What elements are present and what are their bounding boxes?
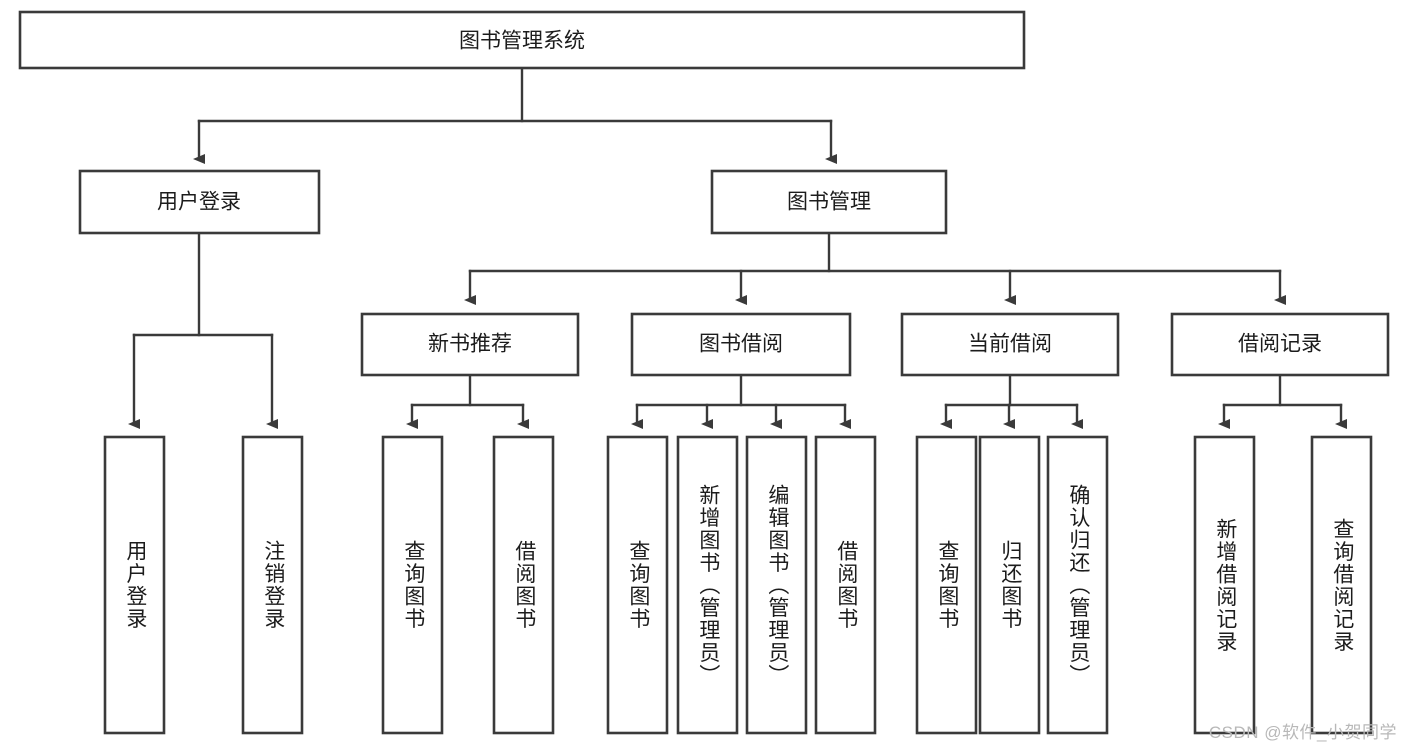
- connector-bookmgmt-to-level3: [464, 231, 1286, 305]
- node-leaf-edit-book-admin[interactable]: 编辑图书（管理员）: [745, 435, 808, 735]
- node-leaf-newbook-borrow-book[interactable]: 借阅图书: [492, 435, 555, 735]
- node-leaf-query-borrow-record[interactable]: 查询借阅记录: [1310, 435, 1373, 735]
- node-book-borrow[interactable]: 图书借阅: [630, 312, 852, 377]
- node-current-borrow[interactable]: 当前借阅: [900, 312, 1120, 377]
- node-user-login-label: 用户登录: [157, 191, 241, 214]
- node-leaf-user-login-label: 用户登录: [123, 540, 147, 630]
- node-leaf-logout[interactable]: 注销登录: [241, 435, 304, 735]
- node-leaf-borrow-query-book[interactable]: 查询图书: [606, 435, 669, 735]
- node-leaf-current-query-book-label: 查询图书: [935, 540, 959, 630]
- node-user-login[interactable]: 用户登录: [78, 169, 321, 235]
- node-book-management[interactable]: 图书管理: [710, 169, 948, 235]
- node-borrow-record[interactable]: 借阅记录: [1170, 312, 1390, 377]
- node-leaf-newbook-query-book-label: 查询图书: [401, 540, 425, 630]
- node-root-system[interactable]: 图书管理系统: [18, 10, 1026, 70]
- connector-root-to-level2: [193, 66, 837, 164]
- connector-currentborrow-to-leaves: [940, 373, 1083, 429]
- node-leaf-query-borrow-record-label: 查询借阅记录: [1330, 517, 1354, 653]
- node-current-borrow-label: 当前借阅: [968, 333, 1052, 356]
- node-leaf-current-query-book[interactable]: 查询图书: [915, 435, 978, 735]
- node-leaf-edit-book-admin-label: 编辑图书（管理员）: [765, 483, 789, 687]
- node-borrow-record-label: 借阅记录: [1238, 333, 1322, 356]
- node-leaf-user-login[interactable]: 用户登录: [103, 435, 166, 735]
- node-book-borrow-label: 图书借阅: [699, 333, 783, 356]
- node-leaf-logout-label: 注销登录: [261, 540, 285, 630]
- node-book-management-label: 图书管理: [787, 191, 871, 214]
- connector-bookborrow-to-leaves: [631, 373, 851, 429]
- node-leaf-borrow-query-book-label: 查询图书: [626, 540, 650, 630]
- connector-userlogin-to-leaves: [128, 231, 278, 429]
- node-leaf-newbook-borrow-book-label: 借阅图书: [512, 540, 536, 630]
- node-leaf-borrow-book[interactable]: 借阅图书: [814, 435, 877, 735]
- node-root-system-label: 图书管理系统: [459, 30, 585, 53]
- node-new-book-recommend[interactable]: 新书推荐: [360, 312, 580, 377]
- node-leaf-newbook-query-book[interactable]: 查询图书: [381, 435, 444, 735]
- node-leaf-add-book-admin-label: 新增图书（管理员）: [696, 483, 720, 687]
- node-new-book-recommend-label: 新书推荐: [428, 333, 512, 356]
- node-leaf-return-book[interactable]: 归还图书: [978, 435, 1041, 735]
- node-leaf-confirm-return-admin-label: 确认归还（管理员）: [1066, 483, 1090, 687]
- node-leaf-add-book-admin[interactable]: 新增图书（管理员）: [676, 435, 739, 735]
- node-leaf-add-borrow-record[interactable]: 新增借阅记录: [1193, 435, 1256, 735]
- node-leaf-add-borrow-record-label: 新增借阅记录: [1213, 517, 1237, 653]
- node-leaf-borrow-book-label: 借阅图书: [834, 540, 858, 630]
- connector-borrowrecord-to-leaves: [1218, 373, 1347, 429]
- connector-newbook-to-leaves: [406, 373, 529, 429]
- node-leaf-confirm-return-admin[interactable]: 确认归还（管理员）: [1046, 435, 1109, 735]
- csdn-watermark: CSDN @软件_小贺同学: [1208, 723, 1397, 742]
- node-leaf-return-book-label: 归还图书: [998, 540, 1022, 630]
